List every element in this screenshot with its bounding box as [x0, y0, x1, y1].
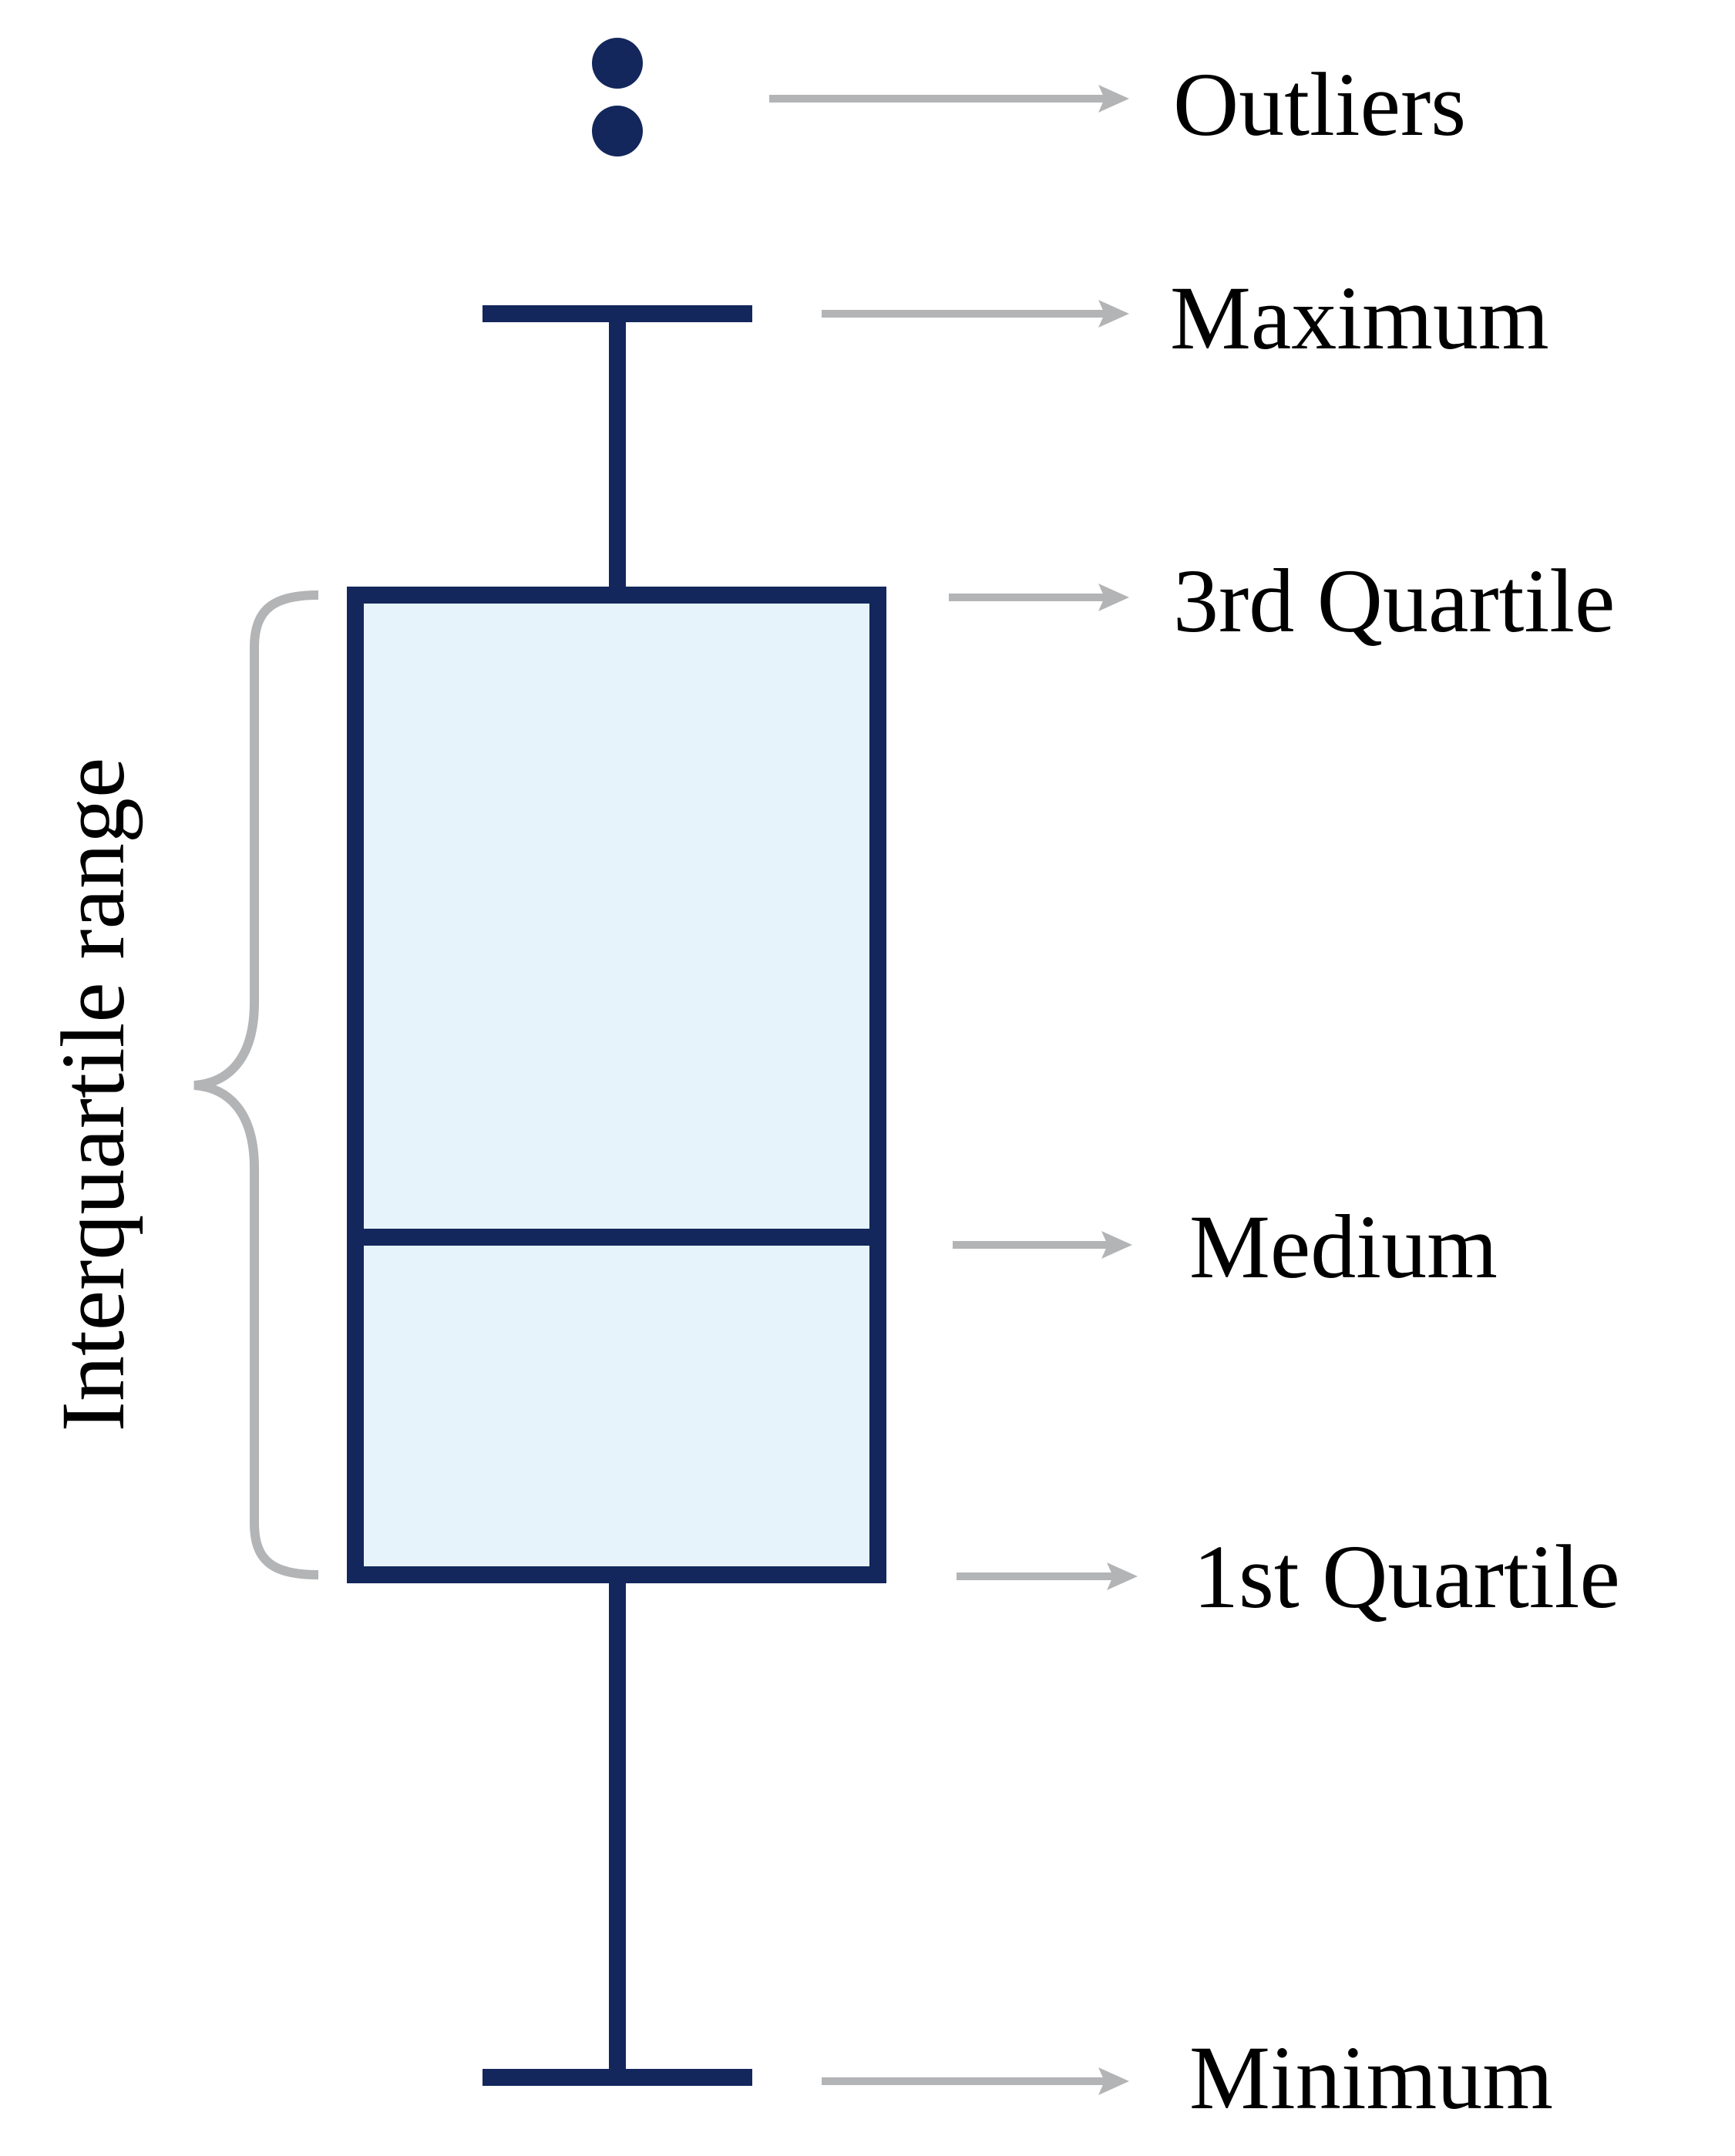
arrow-minimum — [822, 2067, 1129, 2095]
label-first-quartile: 1st Quartile — [1193, 1526, 1620, 1627]
arrow-first-quartile — [957, 1562, 1138, 1590]
arrow-outliers — [769, 85, 1129, 113]
iqr-brace — [193, 590, 319, 1579]
label-outliers: Outliers — [1173, 54, 1466, 155]
arrow-third-quartile — [949, 584, 1129, 611]
arrows-group — [769, 85, 1138, 2095]
label-minimum: Minimum — [1189, 2027, 1553, 2128]
outlier-dot — [592, 106, 643, 156]
outliers-group — [592, 38, 643, 156]
label-maximum: Maximum — [1170, 267, 1549, 368]
iqr-label: Interquartile range — [42, 758, 143, 1432]
iqr-box — [347, 587, 886, 1583]
label-third-quartile: 3rd Quartile — [1173, 550, 1615, 651]
arrow-maximum — [822, 300, 1129, 328]
outlier-dot — [592, 38, 643, 89]
arrow-medium — [953, 1231, 1132, 1259]
label-medium: Medium — [1189, 1196, 1498, 1297]
